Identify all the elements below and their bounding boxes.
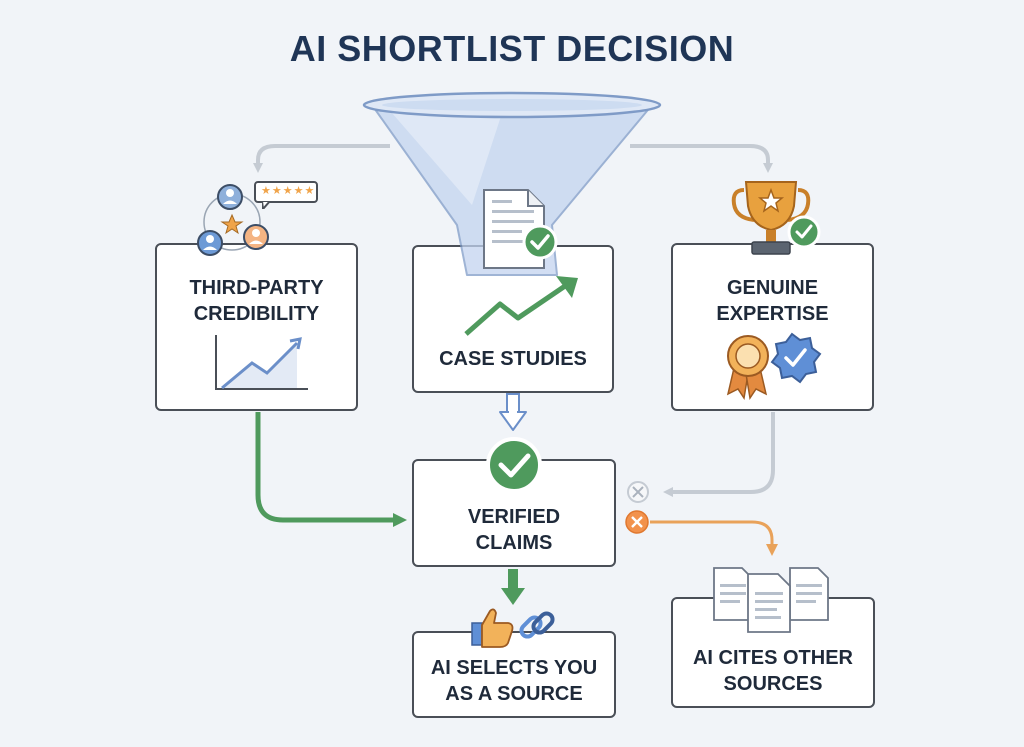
- arrow-verified-to-cites-other: [650, 520, 778, 556]
- line-chart-icon: [215, 335, 308, 390]
- check-circle-icon: [486, 437, 542, 493]
- node-label: AI CITES OTHER SOURCES: [692, 647, 853, 695]
- reject-x-icon: [625, 510, 649, 534]
- link-icon: [519, 611, 555, 639]
- page-title: AI SHORTLIST DECISION: [289, 28, 735, 69]
- thumbs-up-icon: [471, 608, 514, 648]
- arrow-verified-to-selects: [501, 569, 525, 605]
- reject-x-icon: [627, 481, 649, 503]
- arrow-third-party-to-verified: [255, 412, 407, 527]
- node-label: THIRD-PARTY CREDIBILITY: [189, 277, 324, 325]
- node-ai-selects-you: AI SELECTS YOU AS A SOURCE: [412, 631, 616, 718]
- star-icon: [220, 213, 244, 235]
- node-label: AI SELECTS YOU AS A SOURCE: [430, 657, 598, 705]
- check-circle-icon: [787, 215, 821, 249]
- node-label: GENUINE EXPERTISE: [716, 277, 829, 325]
- users-network-icon: [197, 184, 269, 256]
- node-label: CASE STUDIES: [439, 348, 587, 370]
- node-genuine-expertise: GENUINE EXPERTISE: [671, 243, 874, 411]
- arrow-funnel-to-expertise: [630, 144, 773, 173]
- arrow-expertise-to-verified: [663, 412, 775, 497]
- node-third-party-credibility: THIRD-PARTY CREDIBILITY: [155, 243, 358, 411]
- arrow-case-to-verified: [499, 393, 527, 431]
- trend-arrow-icon: [464, 276, 578, 336]
- node-label: VERIFIED CLAIMS: [467, 506, 561, 554]
- arrow-funnel-to-third-party: [253, 144, 390, 173]
- document-check-icon: [483, 189, 558, 269]
- star-rating-icon: ★★★★★: [254, 181, 318, 209]
- documents-icon: [713, 567, 829, 633]
- trophy-icon: [731, 181, 821, 255]
- award-badges-icon: [726, 332, 822, 400]
- check-circle-icon: [522, 224, 558, 260]
